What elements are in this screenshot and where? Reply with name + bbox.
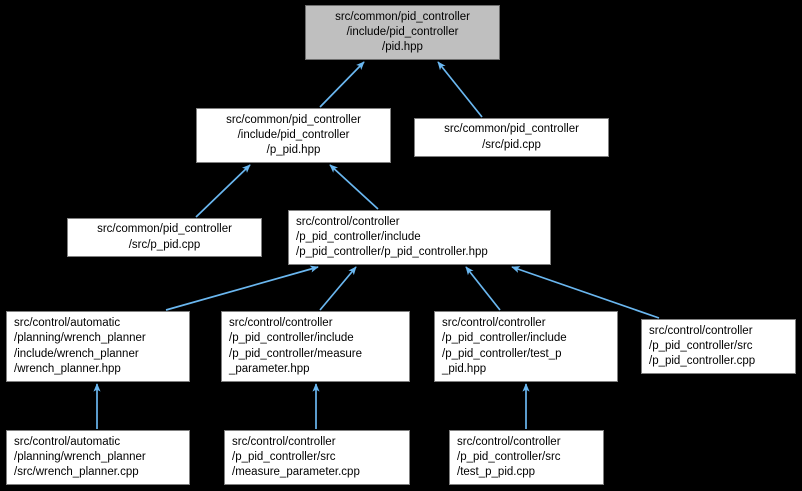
- node-label-line: /p_pid_controller/src: [232, 450, 336, 463]
- node-label-line: /p_pid.hpp: [266, 144, 321, 157]
- node-label-line: src/control/automatic: [14, 316, 121, 329]
- edge-p_pid_controller_hpp-to-p_pid_hpp: [329, 164, 379, 210]
- node-label-line: /planning/wrench_planner: [14, 450, 146, 463]
- node-label-line: /src/wrench_planner.cpp: [14, 466, 139, 479]
- edge-test_p_pid_hpp-to-p_pid_controller_hpp: [465, 266, 501, 311]
- node-label-line: /p_pid_controller/include: [442, 332, 567, 345]
- node-label-line: /src/p_pid.cpp: [128, 238, 201, 251]
- edge-p_pid_hpp-to-pid_hpp: [319, 61, 365, 108]
- edge-p_pid_cpp-to-p_pid_hpp: [195, 164, 251, 218]
- node-label-line: src/common/pid_controller: [97, 223, 232, 236]
- edge-measure_parameter_hpp-to-p_pid_controller_hpp: [319, 266, 357, 311]
- node-label-line: src/control/automatic: [14, 435, 121, 448]
- edge-pid_cpp-to-pid_hpp: [437, 61, 483, 118]
- node-label-line: /p_pid_controller/p_pid_controller.hpp: [296, 246, 488, 259]
- node-label-line: src/common/pid_controller: [226, 113, 361, 126]
- graph-node-wrench_planner_hpp[interactable]: src/control/automatic/planning/wrench_pl…: [6, 311, 190, 382]
- graph-node-measure_parameter_hpp[interactable]: src/control/controller/p_pid_controller/…: [221, 311, 410, 382]
- node-label-line: /test_p_pid.cpp: [457, 466, 536, 479]
- node-label-line: /include/wrench_planner: [14, 347, 139, 360]
- graph-node-p_pid_hpp[interactable]: src/common/pid_controller/include/pid_co…: [196, 108, 391, 163]
- node-label-line: src/control/controller: [229, 316, 333, 329]
- node-label-line: _parameter.hpp: [229, 362, 310, 375]
- node-label-line: src/control/controller: [232, 435, 336, 448]
- node-label-line: /p_pid_controller/include: [296, 230, 421, 243]
- node-label-line: src/control/controller: [457, 435, 561, 448]
- node-label-line: /p_pid_controller/test_p: [442, 347, 562, 360]
- node-label-line: src/control/controller: [296, 215, 400, 228]
- node-label-line: /p_pid_controller/src: [649, 339, 753, 352]
- node-label-line: /planning/wrench_planner: [14, 332, 146, 345]
- node-label-line: /p_pid_controller/measure: [229, 347, 362, 360]
- node-label-line: /src/pid.cpp: [482, 138, 541, 151]
- node-label-line: /wrench_planner.hpp: [14, 362, 121, 375]
- graph-node-pid_hpp[interactable]: src/common/pid_controller/include/pid_co…: [305, 5, 500, 60]
- node-label-line: /p_pid_controller/include: [229, 332, 354, 345]
- node-label-line: /p_pid_controller.cpp: [649, 355, 756, 368]
- node-label-line: /include/pid_controller: [237, 128, 350, 141]
- node-label-line: _pid.hpp: [442, 362, 487, 375]
- graph-node-test_p_pid_hpp[interactable]: src/control/controller/p_pid_controller/…: [434, 311, 618, 382]
- node-label-line: /p_pid_controller/src: [457, 450, 561, 463]
- node-label-line: src/control/controller: [442, 316, 546, 329]
- node-label-line: /include/pid_controller: [346, 25, 459, 38]
- node-label-line: src/control/controller: [649, 324, 753, 337]
- node-label-line: /measure_parameter.cpp: [232, 466, 360, 479]
- node-label-line: src/common/pid_controller: [444, 123, 579, 136]
- graph-node-measure_parameter_cpp[interactable]: src/control/controller/p_pid_controller/…: [224, 430, 410, 485]
- graph-node-wrench_planner_cpp[interactable]: src/control/automatic/planning/wrench_pl…: [6, 430, 190, 485]
- graph-node-pid_cpp[interactable]: src/common/pid_controller/src/pid.cpp: [414, 118, 609, 157]
- edge-wrench_planner_hpp-to-p_pid_controller_hpp: [165, 265, 319, 311]
- graph-node-p_pid_controller_hpp[interactable]: src/control/controller/p_pid_controller/…: [288, 210, 551, 265]
- node-label-line: /pid.hpp: [382, 41, 423, 54]
- graph-node-test_p_pid_cpp[interactable]: src/control/controller/p_pid_controller/…: [449, 430, 604, 485]
- graph-node-p_pid_cpp[interactable]: src/common/pid_controller/src/p_pid.cpp: [67, 218, 262, 257]
- graph-node-p_pid_controller_cpp[interactable]: src/control/controller/p_pid_controller/…: [641, 319, 796, 374]
- node-label-line: src/common/pid_controller: [335, 10, 470, 23]
